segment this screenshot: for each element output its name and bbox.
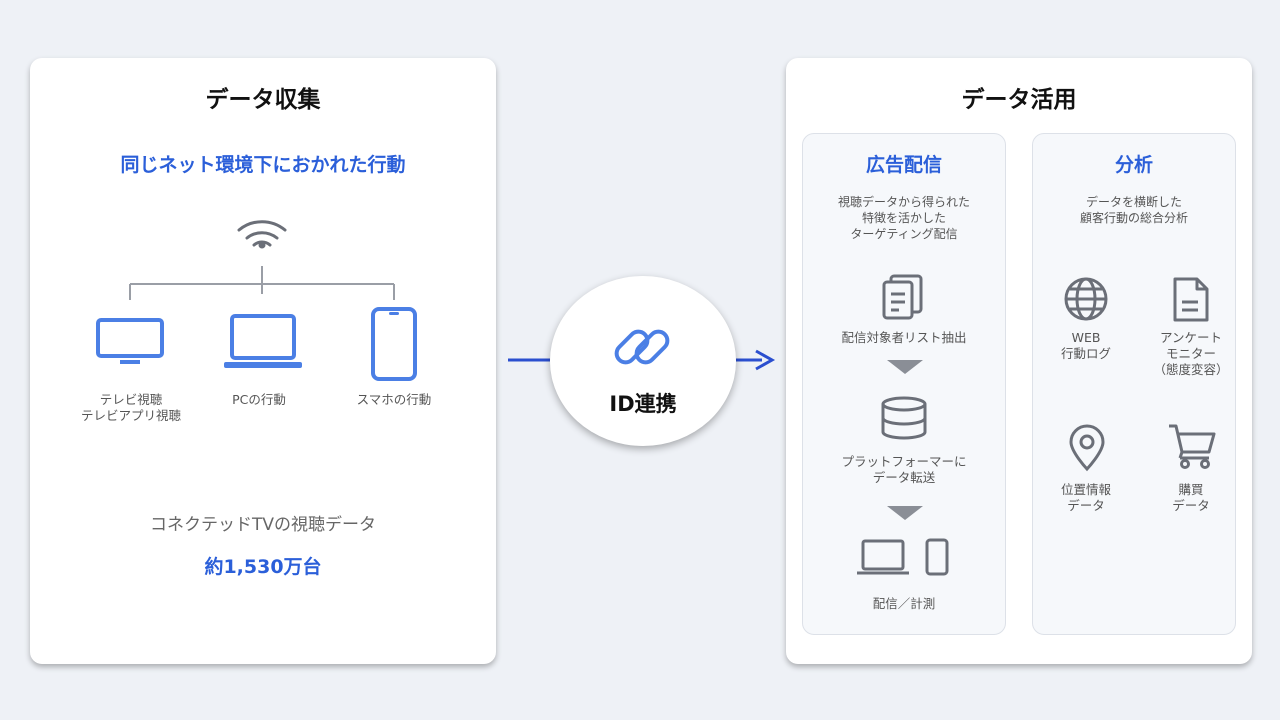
cart-icon xyxy=(1169,424,1216,469)
arrow-right-icon xyxy=(755,349,776,371)
tv-icon xyxy=(96,318,164,364)
database-icon xyxy=(881,396,927,440)
link-icon xyxy=(614,329,670,365)
collection-title: データ収集 xyxy=(205,87,321,113)
devices-icon xyxy=(857,538,949,576)
ad-panel-description: 視聴データから得られた 特徴を活かした ターゲティング配信 xyxy=(837,195,970,241)
network-tree xyxy=(129,220,395,300)
laptop-icon xyxy=(224,314,302,368)
id-link-circle: ID連携 xyxy=(550,276,736,446)
ad-delivery-panel: 広告配信 視聴データから得られた 特徴を活かした ターゲティング配信 配信対象者… xyxy=(802,133,1006,635)
item-label-web: WEB 行動ログ xyxy=(1060,330,1111,361)
collection-subtitle: 同じネット環境下におかれた行動 xyxy=(120,154,406,176)
data-collection-card: データ収集 同じネット環境下におかれた行動 テレビ視聴 テレビアプリ視聴 PC xyxy=(30,58,496,664)
clipboard-icon xyxy=(882,274,923,320)
data-utilization-card: データ活用 広告配信 視聴データから得られた 特徴を活かした ターゲティング配信… xyxy=(786,58,1252,664)
step-label-transfer: プラットフォーマーに データ転送 xyxy=(841,454,967,485)
data-count: 約1,530万台 xyxy=(204,556,322,578)
id-link-label: ID連携 xyxy=(609,392,677,416)
analysis-panel-title: 分析 xyxy=(1114,154,1153,176)
smartphone-icon xyxy=(371,307,417,381)
document-icon xyxy=(1173,277,1209,322)
item-label-location: 位置情報 データ xyxy=(1060,482,1111,513)
globe-icon xyxy=(1064,277,1108,321)
item-label-survey: アンケート モニター （態度変容） xyxy=(1153,330,1229,377)
analysis-panel: 分析 データを横断した 顧客行動の総合分析 WEB 行動ログ xyxy=(1032,133,1236,635)
device-label-smartphone: スマホの行動 xyxy=(356,392,432,407)
down-arrow-icon xyxy=(887,360,923,374)
location-pin-icon xyxy=(1069,424,1105,472)
device-label-pc: PCの行動 xyxy=(232,392,286,407)
down-arrow-icon xyxy=(887,506,923,520)
data-caption: コネクテッドTVの視聴データ xyxy=(149,515,376,535)
item-label-purchase: 購買 データ xyxy=(1172,482,1210,513)
ad-panel-title: 広告配信 xyxy=(865,154,942,176)
device-label-tv: テレビ視聴 テレビアプリ視聴 xyxy=(80,392,181,423)
analysis-panel-description: データを横断した 顧客行動の総合分析 xyxy=(1079,195,1188,225)
step-label-deliver: 配信／計測 xyxy=(872,596,936,611)
utilization-title: データ活用 xyxy=(961,87,1077,113)
step-label-extract: 配信対象者リスト抽出 xyxy=(841,330,967,345)
